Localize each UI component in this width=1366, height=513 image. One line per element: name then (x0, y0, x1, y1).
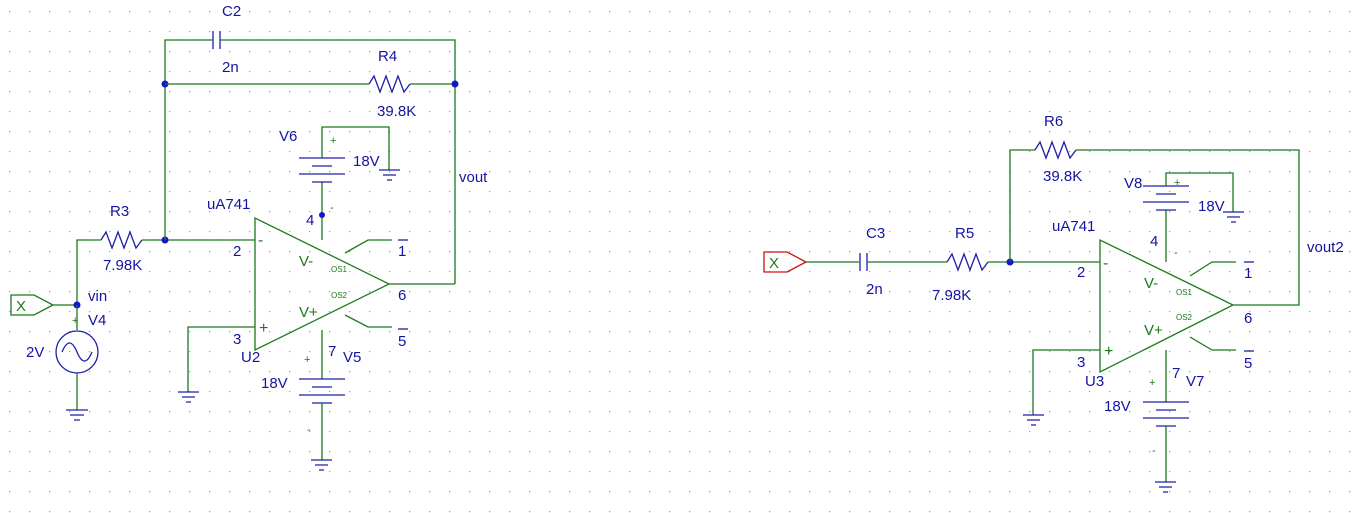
v8-plus-sign: + (1174, 177, 1180, 189)
u2-vminus-label: V- (299, 253, 313, 270)
r6-value: 39.8K (1043, 168, 1082, 185)
r5-label: R5 (955, 225, 974, 242)
u3-pin6: 6 (1244, 310, 1252, 327)
u3-os2-label: OS2 (1176, 313, 1193, 322)
capacitor-c2[interactable]: C2 2n (212, 3, 241, 76)
v8-label: V8 (1124, 175, 1142, 192)
input-port-vin-label: X (16, 298, 26, 315)
battery-v7[interactable]: + - V7 18V (1104, 373, 1204, 457)
u2-ref-label: U2 (241, 349, 260, 366)
v5-minus-sign: - (307, 424, 311, 436)
u2-pin4-dot (319, 212, 325, 218)
v4-value: 2V (26, 344, 44, 361)
u2-pin5: 5 (398, 333, 406, 350)
v5-value: 18V (261, 375, 288, 392)
ground-v5 (311, 459, 332, 471)
u3-pin4: 4 (1150, 233, 1158, 250)
u2-pin3: 3 (233, 331, 241, 348)
ground-u3-noninv (1023, 414, 1044, 426)
capacitor-c3[interactable]: C3 2n (859, 225, 885, 298)
u2-pin4: 4 (306, 212, 314, 229)
ground-v4 (66, 409, 88, 421)
u3-pin7: 7 (1172, 365, 1180, 382)
u2-inv-sign: - (258, 232, 263, 249)
v4-label: V4 (88, 312, 106, 329)
c3-value: 2n (866, 281, 883, 298)
u3-pin5: 5 (1244, 355, 1252, 372)
r5-value: 7.98K (932, 287, 971, 304)
battery-v5[interactable]: + - V5 18V (261, 349, 361, 436)
ground-u2-noninv (178, 391, 199, 403)
v6-value: 18V (353, 153, 380, 170)
circuit-1: X vin + V4 2V R3 7.98K (10, 3, 488, 471)
v6-label: V6 (279, 128, 297, 145)
u2-os2-label: OS2 (331, 291, 348, 300)
u3-pin1: 1 (1244, 265, 1252, 282)
input-port-vin[interactable]: X (10, 294, 55, 316)
ground-v6 (379, 169, 400, 181)
resistor-r4[interactable]: R4 39.8K (368, 48, 416, 120)
u3-vplus-label: V+ (1144, 322, 1163, 339)
u2-model-label: uA741 (207, 196, 250, 213)
u2-vplus-label: V+ (299, 304, 318, 321)
ground-v8 (1223, 211, 1244, 223)
u3-model-label: uA741 (1052, 218, 1095, 235)
v6-minus-sign: - (330, 202, 334, 214)
v8-value: 18V (1198, 198, 1225, 215)
resistor-r3[interactable]: R3 7.98K (100, 203, 143, 274)
u2-pin6: 6 (398, 287, 406, 304)
u3-pin3: 3 (1077, 354, 1085, 371)
input-port-2-label: X (769, 255, 779, 272)
opamp-u2[interactable]: - + V- V+ OS1 OS2 uA741 U2 (207, 196, 391, 366)
r4-value: 39.8K (377, 103, 416, 120)
source-v4[interactable]: + V4 2V (26, 305, 106, 410)
resistor-r5[interactable]: R5 7.98K (932, 225, 989, 304)
u3-pin2: 2 (1077, 264, 1085, 281)
v8-minus-sign: - (1174, 247, 1178, 259)
resistor-r6[interactable]: R6 39.8K (1034, 113, 1082, 185)
circuit-2: X C3 2n R5 7.98K R6 39.8K vout2 - + V- (763, 113, 1344, 493)
u2-pin7: 7 (328, 343, 336, 360)
u2-pin1: 1 (398, 243, 406, 260)
u3-os1-label: OS1 (1176, 288, 1193, 297)
u3-vminus-label: V- (1144, 275, 1158, 292)
v6-plus-sign: + (330, 135, 336, 147)
r3-value: 7.98K (103, 257, 142, 274)
c2-value: 2n (222, 59, 239, 76)
v7-label: V7 (1186, 373, 1204, 390)
c2-label: C2 (222, 3, 241, 20)
ground-v7 (1155, 481, 1176, 493)
v5-plus-sign: + (304, 354, 310, 366)
v7-plus-sign: + (1149, 377, 1155, 389)
r3-label: R3 (110, 203, 129, 220)
u3-ref-label: U3 (1085, 373, 1104, 390)
u2-os1-label: OS1 (331, 265, 348, 274)
input-port-2[interactable]: X (763, 251, 808, 273)
v7-minus-sign: - (1152, 445, 1156, 457)
junction-fb-right (451, 80, 459, 88)
opamp-u3[interactable]: - + V- V+ OS1 OS2 uA741 U3 (1052, 218, 1235, 390)
v7-value: 18V (1104, 398, 1131, 415)
net-label-vout2: vout2 (1307, 239, 1344, 256)
net-label-vin: vin (88, 288, 107, 305)
r6-label: R6 (1044, 113, 1063, 130)
net-label-vout: vout (459, 169, 488, 186)
u2-pin2: 2 (233, 243, 241, 260)
u3-noninv-sign: + (1104, 343, 1113, 360)
u3-inv-sign: - (1103, 255, 1108, 272)
v4-plus-sign: + (72, 315, 78, 327)
r4-label: R4 (378, 48, 397, 65)
c3-label: C3 (866, 225, 885, 242)
v5-label: V5 (343, 349, 361, 366)
u2-noninv-sign: + (259, 320, 268, 337)
